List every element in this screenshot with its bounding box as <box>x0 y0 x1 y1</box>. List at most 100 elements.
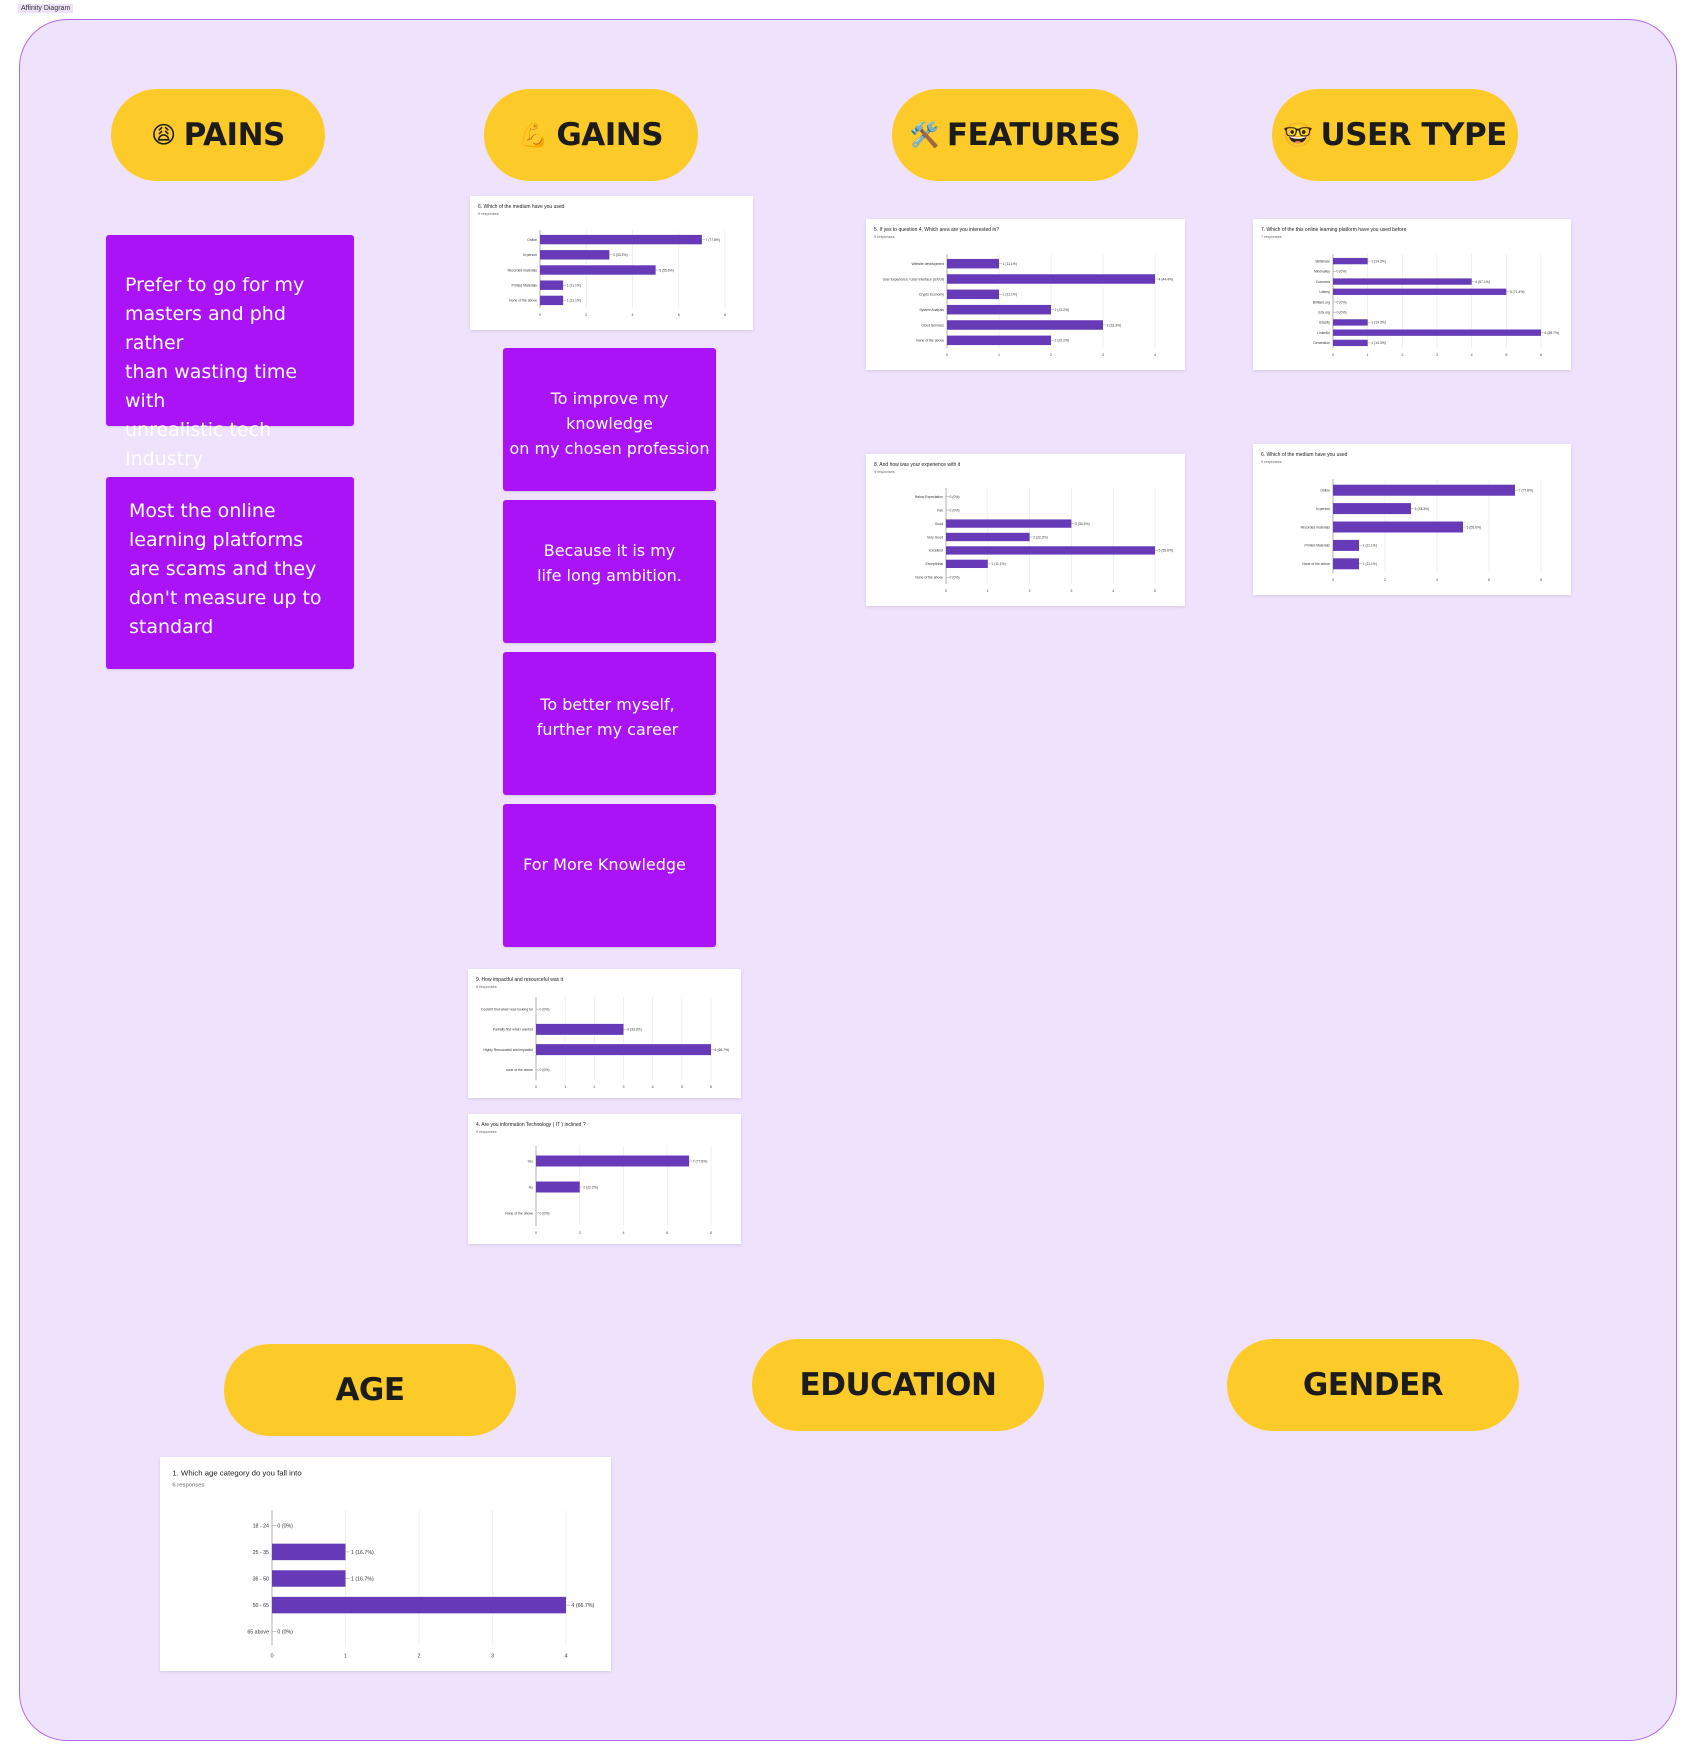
chart-category-label: None of the above <box>505 1211 533 1215</box>
chart-bar <box>947 335 1051 346</box>
weary-face-icon: 😩 <box>151 121 176 149</box>
chart-data-label: 1 (11.1%) <box>1003 262 1017 266</box>
sticky-note-gains-1[interactable]: To improve my knowledge on my chosen pro… <box>503 348 716 491</box>
chart-bar <box>540 234 702 245</box>
chart-data-label: 2 (22.2%) <box>1055 339 1070 343</box>
chart-subtitle: 6 responses <box>172 1482 204 1488</box>
chart-category-label: Printed Materials <box>512 284 538 288</box>
chart-bar <box>1333 288 1507 295</box>
chart-category-label: Excellent <box>929 549 943 553</box>
chart-bar <box>947 304 1051 315</box>
chart-card-features-area[interactable]: 5. If yes to question 4, Which area are … <box>866 219 1185 370</box>
chart-tick-label: 8 <box>710 1231 712 1235</box>
chart-category-label: LinkedIn <box>1317 331 1330 335</box>
chart-tick-label: 4 <box>1436 578 1438 582</box>
chart-tick-label: 6 <box>1540 353 1542 357</box>
chart-tick-label: 2 <box>1029 589 1031 593</box>
chart-bar <box>947 289 999 300</box>
pill-pains[interactable]: 😩 PAINS <box>111 89 325 181</box>
pill-label: GAINS <box>556 117 664 153</box>
chart-title: 4. Are you information Technology ( IT )… <box>476 1122 586 1128</box>
chart-category-label: User Experience / User Interface (UX/UI) <box>883 277 944 281</box>
chart-bar <box>947 274 1155 284</box>
chart-tick-label: 6 <box>678 313 680 317</box>
chart-bar <box>1333 503 1411 515</box>
pill-label: EDUCATION <box>799 1367 997 1403</box>
chart-category-label: Recorded materials <box>508 268 538 272</box>
chart-category-label: In person <box>1316 507 1330 511</box>
chart-subtitle: 7 responses <box>1261 235 1282 239</box>
chart-category-label: Edx.org <box>1318 311 1330 315</box>
pill-gains[interactable]: 💪 GAINS <box>484 89 698 181</box>
pill-education[interactable]: EDUCATION <box>752 1339 1044 1431</box>
chart-subtitle: 9 responses <box>1261 460 1282 464</box>
chart-data-label: 0 (0%) <box>277 1523 293 1529</box>
chart-tick-label: 0 <box>1332 578 1334 582</box>
chart-tick-label: 6 <box>666 1231 668 1235</box>
pill-gender[interactable]: GENDER <box>1227 1339 1519 1431</box>
chart-category-label: 25 - 35 <box>253 1550 269 1556</box>
chart-category-label: Partially find what i wanted <box>493 1028 533 1032</box>
chart-category-label: Highly Resourceful and impactful <box>483 1048 533 1052</box>
chart-category-label: 65 above <box>247 1630 269 1636</box>
chart-bar <box>947 320 1103 330</box>
chart-bar <box>272 1596 566 1614</box>
chart-category-label: Brilliant.org <box>1313 300 1330 304</box>
chart-title: 1. Which age category do you fall into <box>172 1469 301 1478</box>
pill-label: AGE <box>335 1372 405 1408</box>
frame-label[interactable]: Affinity Diagram <box>18 4 74 13</box>
sticky-note-gains-3[interactable]: To better myself, further my career <box>503 652 716 795</box>
chart-data-label: 1 (11.1%) <box>1363 544 1377 548</box>
chart-tick-label: 1 <box>998 353 1000 357</box>
chart-category-label: Crypto Economy <box>919 293 944 297</box>
pill-label: USER TYPE <box>1320 117 1508 153</box>
chart-title: 8. And how was your experience with it <box>874 462 961 468</box>
chart-data-label: 5 (55.6%) <box>1159 549 1174 553</box>
chart-bar <box>536 1155 690 1167</box>
chart-subtitle: 9 responses <box>874 235 895 239</box>
chart-bar <box>540 265 656 275</box>
chart-tick-label: 5 <box>681 1085 683 1089</box>
chart-data-label: 0 (0%) <box>277 1630 293 1636</box>
chart-subtitle: 9 responses <box>476 1130 497 1134</box>
chart-bar <box>540 295 564 306</box>
chart-data-label: 0 (0%) <box>950 495 960 499</box>
chart-data-label: 0 (0%) <box>540 1211 550 1215</box>
chart-card-user-platform[interactable]: 7. Which of the this online learning pla… <box>1253 219 1571 370</box>
chart-bar <box>946 546 1155 555</box>
chart-tick-label: 0 <box>945 589 947 593</box>
chart-tick-label: 4 <box>564 1653 567 1659</box>
sticky-note-pains-2[interactable]: Most the online learning platforms are s… <box>106 477 354 669</box>
chart-data-label: 5 (71.4%) <box>1510 290 1525 294</box>
chart-tick-label: 0 <box>946 353 948 357</box>
pill-age[interactable]: AGE <box>224 1344 516 1436</box>
chart-bar <box>947 258 999 269</box>
chart-card-age[interactable]: 1. Which age category do you fall into 6 … <box>160 1457 611 1671</box>
chart-svg: 9. How impactful and resourceful was it9… <box>476 977 729 1089</box>
sticky-note-gains-2[interactable]: Because it is my life long ambition. <box>503 500 716 643</box>
chart-data-label: 1 (11.1%) <box>1003 293 1017 297</box>
chart-data-label: 5 (55.6%) <box>659 268 674 272</box>
pill-features[interactable]: 🛠️ FEATURES <box>892 89 1138 181</box>
chart-bar <box>1333 257 1368 265</box>
chart-category-label: Online <box>1320 489 1330 493</box>
chart-category-label: Online <box>527 238 537 242</box>
sticky-note-gains-4[interactable]: For More Knowledge <box>503 804 716 947</box>
chart-category-label: None of the above <box>915 576 943 580</box>
chart-category-label: Good <box>935 522 943 526</box>
chart-title: 5. If yes to question 4, Which area are … <box>874 227 999 233</box>
chart-category-label: Generation <box>1313 341 1330 345</box>
chart-title: 7. Which of the this online learning pla… <box>1261 227 1407 233</box>
pill-user-type[interactable]: 🤓 USER TYPE <box>1272 89 1518 181</box>
sticky-note-pains-1[interactable]: Prefer to go for my masters and phd rath… <box>106 235 354 470</box>
chart-card-gains-it[interactable]: 4. Are you information Technology ( IT )… <box>468 1114 741 1244</box>
sticky-note-text: To better myself, further my career <box>536 695 679 739</box>
chart-tick-label: 4 <box>1154 353 1156 357</box>
flexed-biceps-icon: 💪 <box>518 121 549 149</box>
